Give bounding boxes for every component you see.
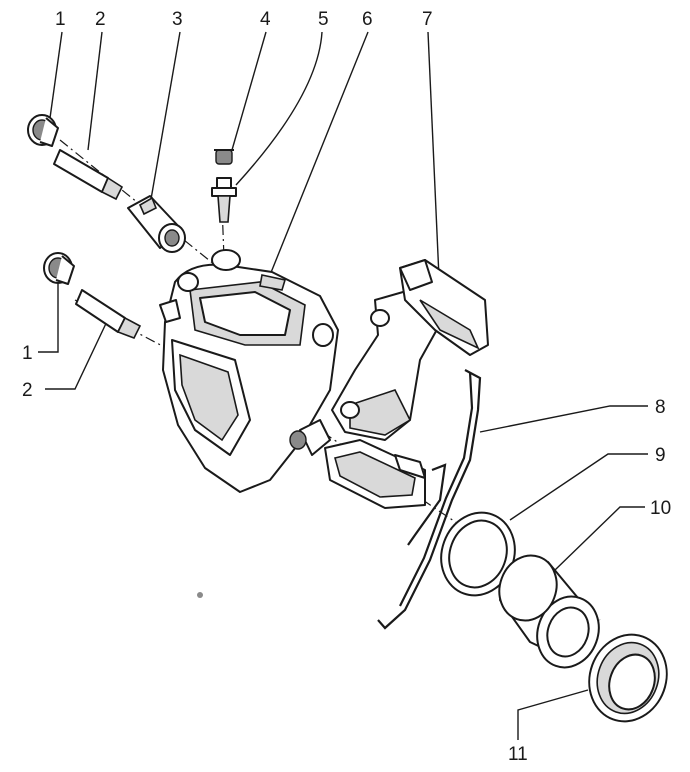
leader-9 bbox=[509, 453, 648, 521]
leader-4 bbox=[231, 31, 267, 151]
caliper-carrier bbox=[331, 289, 446, 441]
callout-6: 6 bbox=[362, 9, 373, 30]
leader-10 bbox=[554, 506, 645, 571]
leader-3 bbox=[149, 31, 181, 206]
callout-3: 3 bbox=[172, 9, 183, 30]
axis-guide-pin-bottom bbox=[74, 299, 171, 351]
leader-lines bbox=[38, 31, 648, 740]
guide-bolt-cap-top bbox=[27, 114, 59, 147]
leader-2-top bbox=[87, 31, 103, 151]
callout-10: 10 bbox=[650, 498, 671, 519]
leader-7 bbox=[427, 31, 441, 301]
callout-11: 11 bbox=[508, 744, 528, 765]
piston bbox=[498, 554, 600, 669]
callout-9: 9 bbox=[655, 445, 666, 466]
guide-bolt-cap-bottom bbox=[43, 252, 75, 285]
leader-8 bbox=[479, 405, 648, 433]
guide-pin-top bbox=[53, 149, 124, 201]
guide-pin-bottom bbox=[75, 289, 142, 340]
guide-bushing bbox=[127, 195, 186, 253]
axis-guide-pin-top bbox=[59, 139, 216, 266]
callout-2-top: 2 bbox=[95, 9, 106, 30]
leader-5 bbox=[235, 31, 323, 186]
callout-7: 7 bbox=[422, 9, 433, 30]
bleed-dust-cap bbox=[214, 149, 234, 165]
brake-pad-upper bbox=[399, 259, 489, 356]
leader-1-left bbox=[38, 282, 59, 353]
stray-mark bbox=[197, 592, 203, 598]
bleed-screw bbox=[211, 177, 237, 223]
leader-1-top bbox=[49, 31, 63, 119]
piston-seal-ring bbox=[440, 511, 516, 597]
piston-dust-boot bbox=[588, 633, 668, 723]
caliper-housing bbox=[159, 249, 339, 493]
leader-11 bbox=[517, 689, 589, 740]
brake-pad-lower bbox=[324, 439, 426, 509]
leader-2-left bbox=[45, 314, 111, 390]
callout-1-left: 1 bbox=[22, 343, 33, 364]
callout-2-left: 2 bbox=[22, 380, 33, 401]
callout-5: 5 bbox=[318, 9, 329, 30]
callout-8: 8 bbox=[655, 397, 666, 418]
pad-retaining-spring bbox=[377, 369, 482, 630]
callout-1-top: 1 bbox=[55, 9, 66, 30]
leader-6 bbox=[269, 31, 369, 276]
callout-4: 4 bbox=[260, 9, 271, 30]
